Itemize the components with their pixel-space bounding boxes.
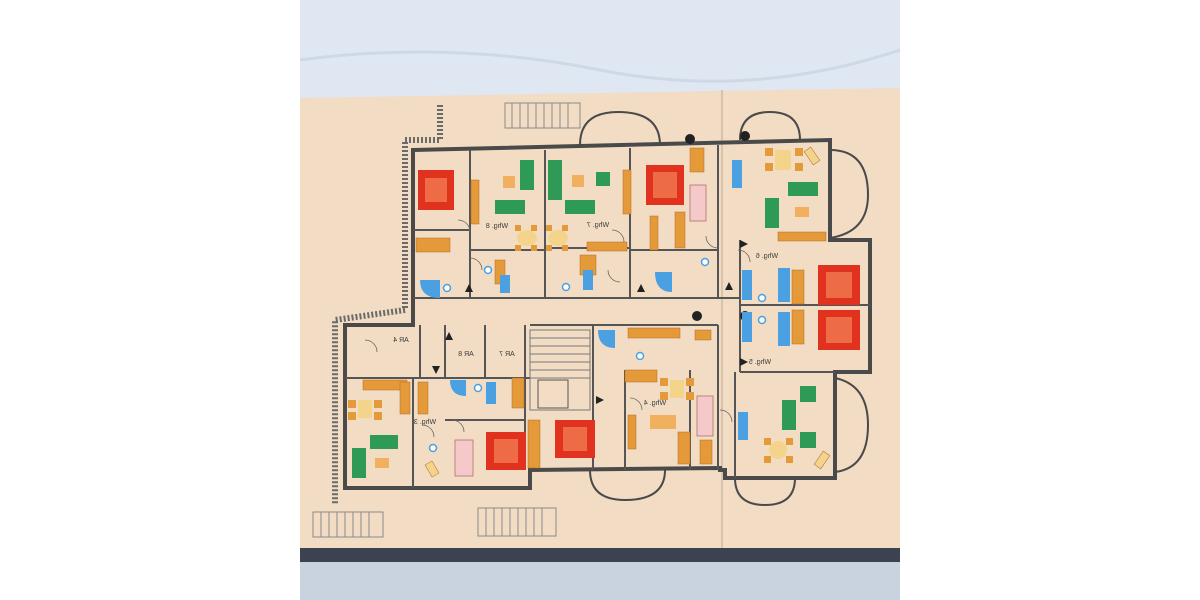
entrance-arrow-icon [740, 358, 748, 366]
bed-red [418, 170, 454, 210]
storage-label: AR 8 [458, 351, 474, 358]
balcony-arc-top-right [739, 110, 801, 141]
bathtub [689, 184, 707, 222]
toilet-icon [700, 257, 710, 267]
balcony-arc-top-mid [579, 110, 661, 146]
toilet-icon [442, 283, 452, 293]
sofa-green [596, 172, 610, 186]
unit-label: Whg. 8 [486, 223, 508, 230]
sofa-green [800, 386, 816, 402]
bed-red [486, 432, 526, 470]
entrance-arrow-icon [465, 284, 473, 292]
entrance-arrow-icon [432, 366, 440, 374]
toilet-icon [561, 282, 571, 292]
entrance-arrow-icon [637, 284, 645, 292]
sofa-green [565, 200, 595, 214]
toilet-icon [757, 293, 767, 303]
sofa-green [520, 160, 534, 190]
coffee-table [503, 176, 515, 188]
paper-hole [685, 134, 695, 144]
bed-red [646, 165, 684, 205]
outer-wall [343, 137, 872, 490]
balcony-arc-right-top [829, 149, 870, 239]
paper-hole [740, 131, 750, 141]
paper-hole [692, 311, 702, 321]
sofa-green [800, 432, 816, 448]
toilet-icon [428, 443, 438, 453]
coffee-table [375, 458, 389, 468]
sofa-green [370, 435, 398, 449]
coffee-table [650, 415, 676, 429]
entrance-arrow-icon [596, 396, 604, 404]
bathtub [696, 395, 714, 437]
paper-bottom-edge [300, 548, 900, 562]
unit-label: Whg. 3 [414, 419, 436, 426]
dining-table [660, 378, 694, 400]
toilet-icon [483, 265, 493, 275]
sofa-green [782, 400, 796, 430]
sofa-green [548, 160, 562, 200]
cloth-fold [299, 48, 901, 83]
entrance-arrow-icon [725, 282, 733, 290]
sofa-green [352, 448, 366, 478]
storage-label: AR 7 [499, 351, 515, 358]
bed-red [555, 420, 595, 458]
balcony-arc-bottom-mid [589, 469, 666, 502]
entrance-arrow-icon [445, 332, 453, 340]
sofa-green [788, 182, 818, 196]
unit-label: Whg. 5 [749, 359, 771, 366]
door-swings [364, 219, 751, 438]
toilet-icon [473, 383, 483, 393]
coffee-table [795, 207, 809, 217]
kitchen-counter [362, 147, 827, 469]
lounge-chair [803, 146, 821, 166]
bed-red [818, 265, 860, 305]
unit-label: Whg. 7 [587, 222, 609, 229]
bath-fixture [420, 160, 790, 440]
sofa-green [495, 200, 525, 214]
unit-label: Whg. 6 [756, 253, 778, 260]
unit-label: Whg. 4 [644, 400, 666, 407]
terrace-hatch-top [504, 102, 581, 129]
bed-red [818, 310, 860, 350]
toilet-icon [635, 351, 645, 361]
coffee-table [572, 175, 584, 187]
dining-table [764, 438, 793, 463]
entrance-arrow-icon [740, 240, 748, 248]
dining-table [765, 148, 803, 171]
sofa-green [765, 198, 779, 228]
toilet-icon [757, 315, 767, 325]
stairwell [529, 329, 591, 411]
dining-table [546, 225, 568, 251]
balcony-arc-right-bottom [834, 377, 870, 473]
site-boundary [332, 105, 443, 505]
balcony-arc-bottom-right [734, 477, 796, 507]
lounge-chair [813, 450, 831, 470]
dining-table [515, 225, 537, 251]
terrace-hatch-bottom-left [312, 511, 384, 538]
storage-label: AR 4 [393, 337, 409, 344]
dining-table [348, 400, 382, 420]
bathtub [454, 439, 474, 477]
terrace-hatch-bottom-mid [477, 507, 557, 537]
lounge-chair [424, 460, 440, 478]
paper-lower-shadow [300, 562, 900, 600]
